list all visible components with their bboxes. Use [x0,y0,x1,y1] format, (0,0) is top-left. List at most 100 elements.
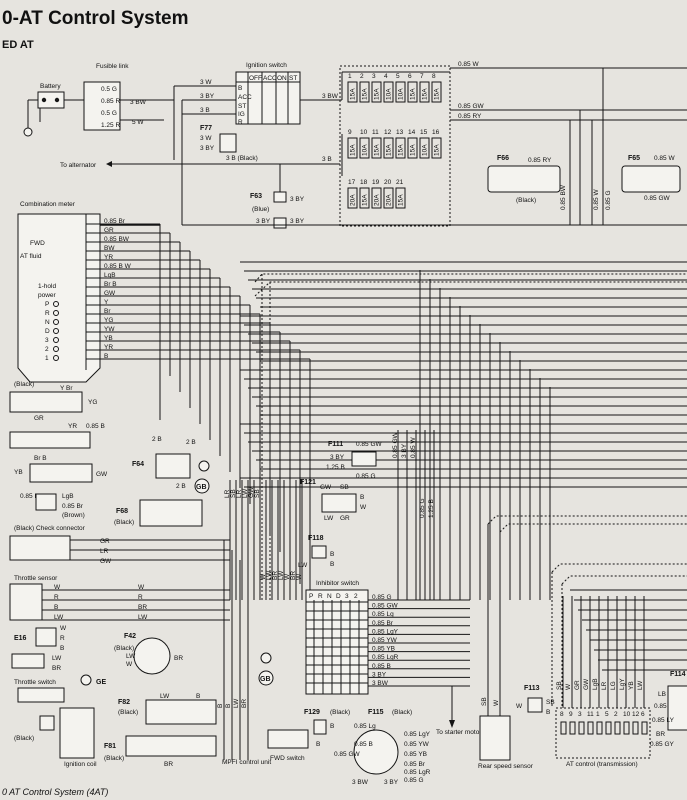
to-starter-label: To starter motor [436,729,482,736]
at-pin-number: 12 [632,711,640,718]
throttle-switch-connector [17,687,65,703]
fuse-rating: 15A [398,144,405,156]
gear-1: 1 [45,355,49,362]
wire-label: LR [224,489,231,498]
connector-F129 [313,719,327,735]
connector-F115-label: F115 [368,709,384,716]
fuse-rating: 15A [434,144,441,156]
ignition-coil [59,707,95,759]
wire-label: SB [481,697,488,706]
rear-speed-sensor-label: Rear speed sensor [478,763,534,770]
wire-label: 3 B [200,107,210,114]
wire-label: 0.85 B [372,663,391,670]
connector-F66 [487,165,561,193]
wire-label: LW [278,570,285,580]
wire-label: 0.85 G [419,498,426,518]
at-pin-number: 9 [569,711,573,718]
wire-label: W [516,703,523,710]
wire-label: B [360,494,364,501]
wire-label: R [60,635,65,642]
page-subtitle: ED AT [2,39,34,51]
wire-label: 3 BY [290,218,305,225]
wire-label: 3 BY [200,93,215,100]
wire-label: W [54,584,61,591]
wire-label: B [54,604,58,611]
wire-label: LW [54,614,64,621]
wire-label: 3 BW [130,99,147,106]
throttle-sensor-label: Throttle sensor [14,575,58,582]
at-pin-box [623,721,630,735]
ground-symbol [198,460,210,472]
gear-lamp [53,310,59,316]
fuse-number: 6 [408,73,412,80]
fuse-rating: 15A [374,88,381,100]
connector-small [39,715,55,731]
battery-label: Battery [40,83,61,90]
wire-label: 3 BW [322,93,339,100]
fuse [419,137,430,159]
at-fluid-label: AT fluid [20,253,42,260]
connector-F42-label: F42 [124,633,136,640]
at-pin-box [641,721,648,735]
wire-label: 0.85 LgY [404,731,431,738]
wire-label: W [60,625,67,632]
wire-label: B [546,709,550,716]
wire-label: 0.85 YW [372,637,398,644]
wire-label: 0.85 GW [334,751,361,758]
fuse [407,81,418,103]
gear-P: P [45,301,49,308]
wire-label: LW [160,693,170,700]
connector-label: (Brown) [62,512,85,519]
ign-row: ACC [238,94,252,101]
fuse-number: 2 [360,73,364,80]
inhibitor-col: D [336,593,341,600]
wire-label: 0.85 G [404,777,424,784]
wire-label: 1.25 B [326,464,345,471]
meter-wire-label: YR [104,254,113,261]
connector-F129-label: F129 [304,709,320,716]
power-label: power [38,292,57,299]
wire-label: 0.85 GY [650,741,675,748]
wire-label: BR [290,571,297,580]
wire-label: 0.85 LY [652,717,675,724]
ign-col: OFF [249,75,262,82]
meter-wire-label: B [104,353,108,360]
connector-F65 [621,165,681,193]
at-pin-box [569,721,576,735]
wire-label: LW [126,653,136,660]
connector-F111-label: F111 [328,441,343,448]
fusible-link-rating: 1.25 R [101,122,120,129]
wire-label: SB [556,681,563,690]
at-control-label: AT control (transmission) [566,761,638,768]
wire-label: 0.85 B [354,741,373,748]
at-pin-number: 6 [641,711,645,718]
wire-label: B [217,704,224,708]
wire-label: 0.85 RY [528,157,552,164]
wire-label: GR [34,415,44,422]
fuse-number: 7 [420,73,424,80]
wire-label: 3 B [322,156,332,163]
gear-lamp [53,337,59,343]
gear-lamp [53,346,59,352]
inhibitor-col: 3 [345,593,349,600]
connector-F81 [125,735,217,757]
fuse-number: 14 [408,129,416,136]
connector-black-1 [9,391,83,413]
wire-label: BR [174,655,183,662]
at-pin-box [560,721,567,735]
connector-F114-label: F114 [670,671,686,678]
fusible-link-rating: 0.85 R [101,98,120,105]
ground-GB2-label: GB [260,676,271,683]
fuse [419,81,430,103]
gear-3: 3 [45,337,49,344]
fusible-link [64,81,174,131]
gear-R: R [45,310,50,317]
wire-label: 3 W [200,135,212,142]
fuse-number: 21 [396,179,404,186]
wire-label: 3 BY [290,196,305,203]
connector-4 [35,493,57,511]
wire-label: 0.85 W [410,437,417,458]
connector-label: (Black) [104,755,124,762]
